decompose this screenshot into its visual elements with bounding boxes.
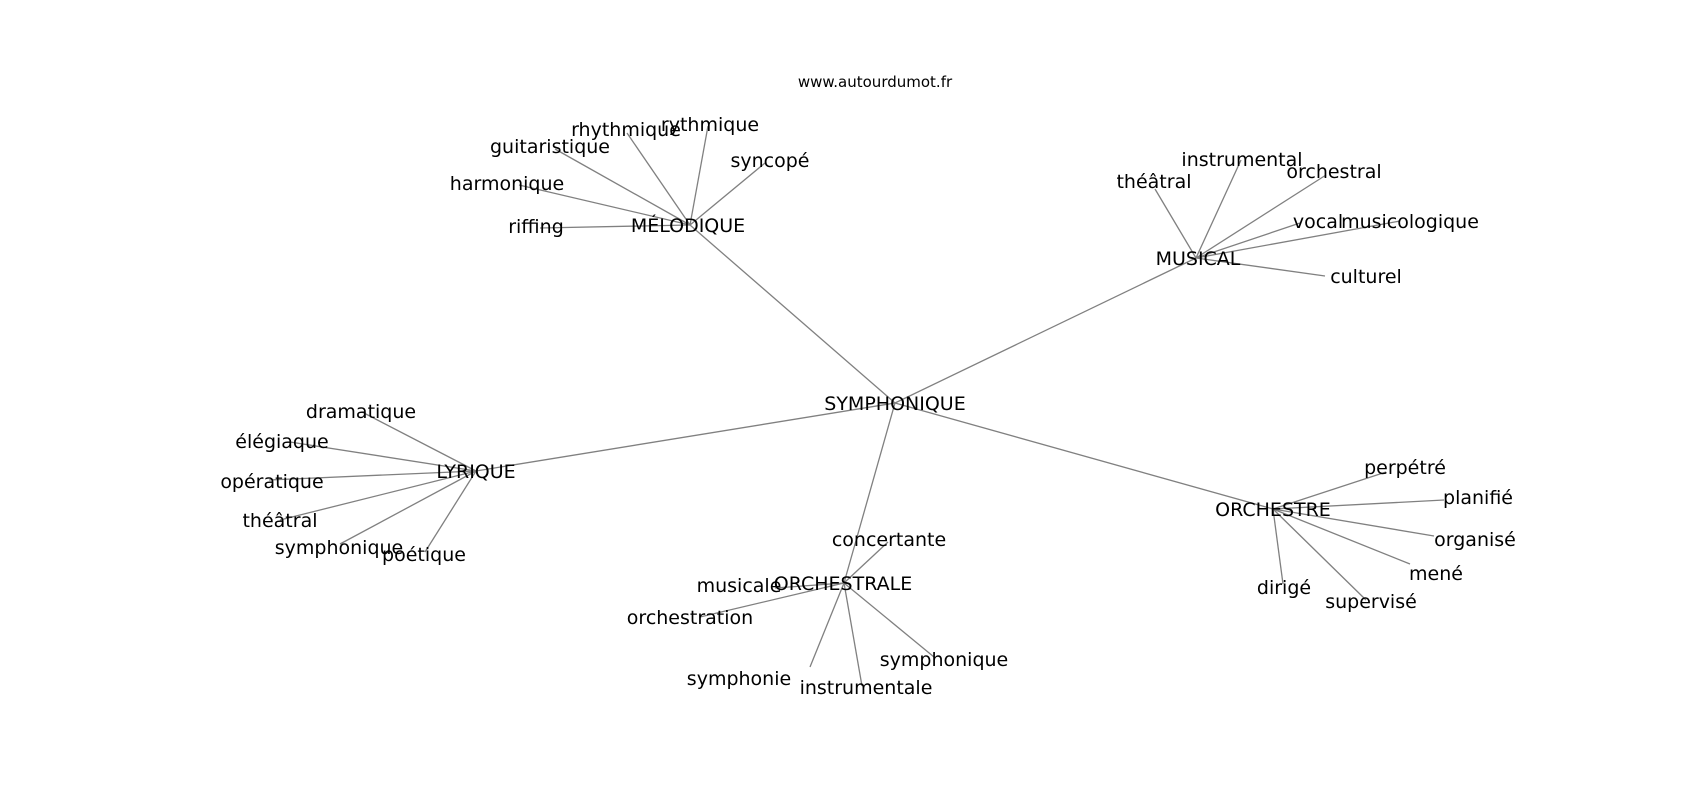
- leaf-node-supervise: supervisé: [1325, 591, 1417, 613]
- leaf-node-symphonique: symphonique: [275, 537, 404, 559]
- leaf-node-symphonique: symphonique: [880, 649, 1009, 671]
- edge-lyrique-operatique: [268, 470, 477, 481]
- leaf-node-instrumental: instrumental: [1181, 149, 1302, 171]
- edge-musical-culturel: [1195, 257, 1326, 277]
- edge-center-musical: [894, 257, 1197, 404]
- edge-center-orchestrale: [843, 402, 896, 584]
- edge-orchestrale-instrumentale: [843, 582, 863, 687]
- leaf-node-rhythmique: rhythmique: [571, 119, 681, 141]
- leaf-node-concertante: concertante: [832, 529, 946, 551]
- leaf-node-harmonique: harmonique: [450, 173, 564, 195]
- edge-melodique-harmonique: [518, 184, 691, 226]
- edge-melodique-riffing: [539, 224, 691, 229]
- edge-musical-vocal: [1195, 222, 1301, 259]
- leaf-node-planifie: planifié: [1443, 487, 1513, 509]
- leaf-node-syncope: syncopé: [730, 150, 809, 172]
- leaf-node-theatral: théâtral: [1116, 171, 1191, 193]
- hub-node-orchestrale: ORCHESTRALE: [774, 573, 912, 595]
- edge-lyrique-theatral: [279, 470, 477, 521]
- edge-center-melodique: [689, 224, 896, 404]
- edge-melodique-guitaristique: [554, 148, 691, 226]
- edge-center-orchestre: [894, 402, 1274, 510]
- leaf-node-mene: mené: [1409, 563, 1463, 585]
- edges: [268, 125, 1445, 687]
- hub-node-orchestre: ORCHESTRE: [1215, 499, 1331, 521]
- edge-melodique-syncope: [689, 162, 766, 226]
- hub-node-musical: MUSICAL: [1156, 248, 1241, 270]
- center-node-label: SYMPHONIQUE: [824, 393, 965, 415]
- edge-orchestre-mene: [1272, 508, 1411, 565]
- edge-melodique-rythmique: [689, 125, 709, 226]
- edge-lyrique-poetique: [424, 470, 477, 553]
- leaf-node-rythmique: rythmique: [661, 114, 759, 136]
- edge-orchestre-dirige: [1272, 508, 1284, 585]
- edge-musical-musicologique: [1195, 220, 1401, 259]
- edge-orchestrale-concertante: [843, 541, 889, 584]
- leaf-node-perpetre: perpétré: [1364, 457, 1446, 479]
- edge-orchestre-perpetre: [1272, 471, 1387, 510]
- edge-melodique-rhythmique: [626, 132, 691, 226]
- leaf-node-musicologique: musicologique: [1341, 211, 1479, 233]
- site-url: www.autourdumot.fr: [798, 73, 953, 91]
- leaf-node-organise: organisé: [1434, 529, 1516, 551]
- leaf-node-vocal: vocal: [1293, 211, 1343, 233]
- leaf-node-guitaristique: guitaristique: [490, 136, 610, 158]
- leaf-node-operatique: opératique: [220, 471, 323, 493]
- leaf-node-dirige: dirigé: [1257, 577, 1311, 599]
- leaf-node-culturel: culturel: [1330, 266, 1402, 288]
- leaf-node-musicale: musicale: [697, 575, 782, 597]
- edge-musical-orchestral: [1195, 174, 1327, 259]
- edge-lyrique-elegiaque: [289, 441, 477, 472]
- edge-orchestrale-symphonique: [843, 582, 935, 658]
- edge-musical-instrumental: [1195, 159, 1242, 259]
- edge-orchestrale-orchestration: [699, 582, 845, 618]
- edge-lyrique-symphonique: [339, 470, 477, 545]
- leaf-node-elegiaque: élégiaque: [235, 431, 328, 453]
- edge-orchestre-planifie: [1272, 499, 1445, 510]
- edge-center-lyrique: [475, 402, 896, 472]
- leaf-node-orchestral: orchestral: [1286, 161, 1381, 183]
- leaf-node-dramatique: dramatique: [306, 401, 416, 423]
- leaf-node-symphonie: symphonie: [687, 668, 791, 690]
- leaf-node-orchestration: orchestration: [627, 607, 753, 629]
- edge-orchestrale-symphonie: [809, 582, 845, 668]
- edge-musical-theatral: [1154, 188, 1197, 259]
- leaf-node-theatral: théâtral: [242, 510, 317, 532]
- edge-orchestre-organise: [1272, 508, 1435, 537]
- leaf-node-poetique: poétique: [382, 544, 466, 566]
- leaf-node-instrumentale: instrumentale: [800, 677, 933, 699]
- hub-node-melodique: MÉLODIQUE: [631, 214, 745, 237]
- edge-orchestre-supervise: [1272, 508, 1367, 601]
- edge-lyrique-dramatique: [361, 411, 477, 472]
- edge-orchestrale-musicale: [774, 582, 845, 589]
- leaf-node-riffing: riffing: [508, 216, 564, 238]
- labels: SYMPHONIQUE MÉLODIQUE rythmiquerhythmiqueg…: [220, 114, 1516, 699]
- hub-node-lyrique: LYRIQUE: [436, 461, 515, 483]
